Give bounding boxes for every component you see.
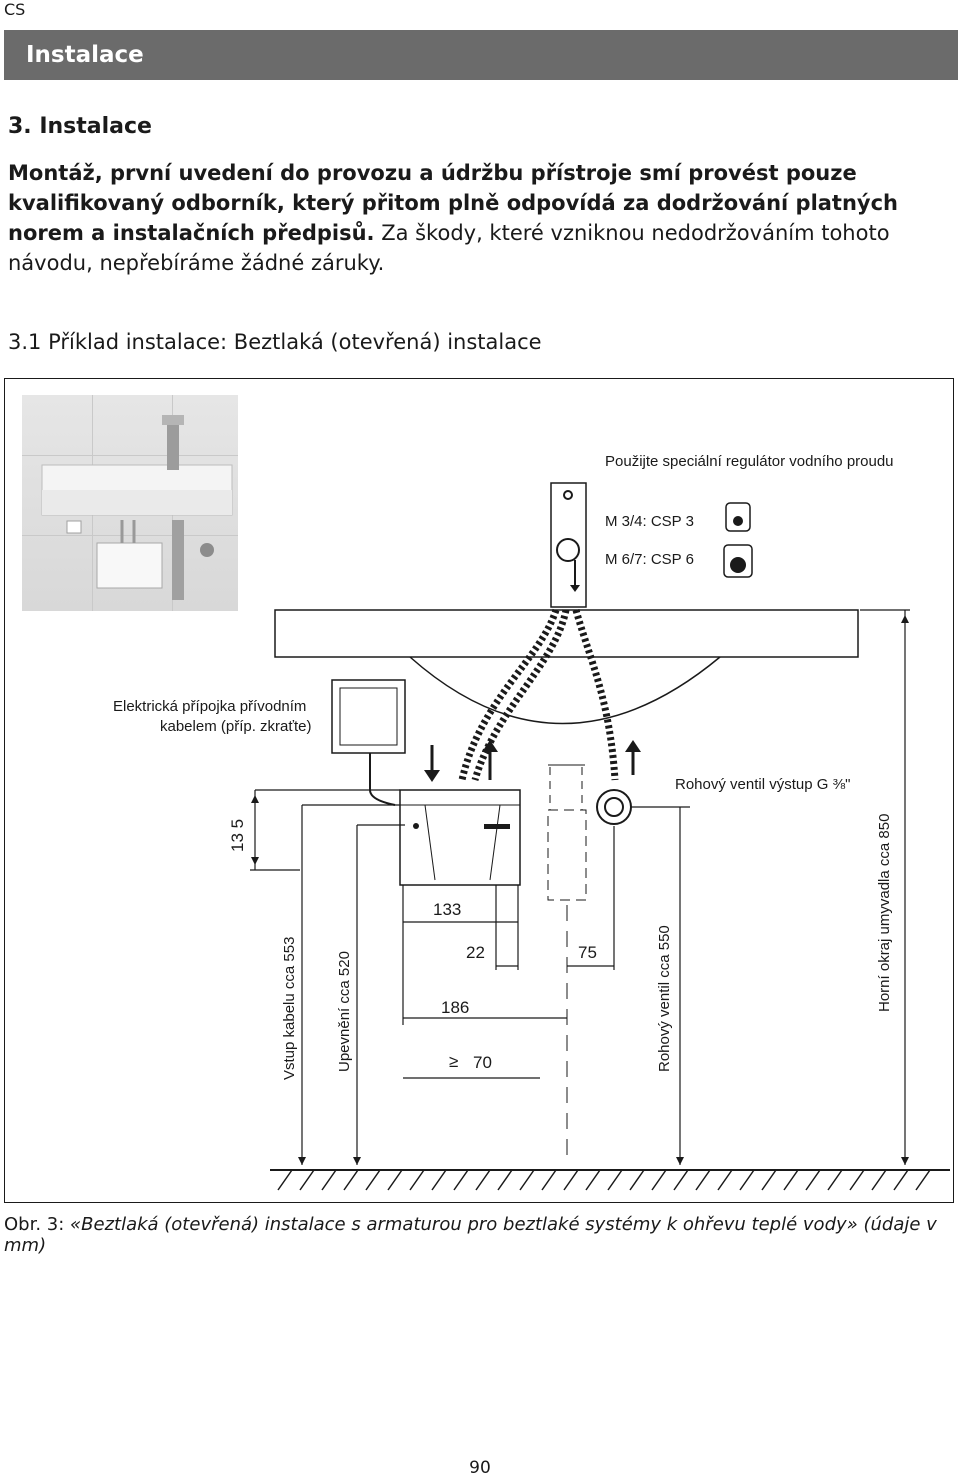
- intro-normal-text: Za škody, které vzniknou nedodržováním t…: [8, 221, 890, 275]
- aerator-csp6-icon: [723, 544, 753, 578]
- regulator-label: Použijte speciální regulátor vodního pro…: [605, 453, 894, 470]
- dim-135: 13 5: [228, 818, 247, 852]
- dim-186: 186: [441, 998, 470, 1017]
- floor-hatching: [277, 1169, 931, 1191]
- figure-frame: [4, 378, 954, 1203]
- basin-edge-height-label: Horní okraj umyvadla cca 850: [876, 813, 893, 1012]
- basin-bowl: [409, 656, 721, 725]
- dim-22: 22: [466, 943, 485, 962]
- caption-text: «Beztlaká (otevřená) instalace s armatur…: [4, 1214, 937, 1256]
- chapter-title: Instalace: [26, 42, 144, 68]
- caption-prefix: Obr. 3:: [4, 1214, 71, 1235]
- dimension-lines: [250, 609, 910, 1165]
- cable-entry-label: Vstup kabelu cca 553: [281, 936, 298, 1080]
- installation-photo: [22, 395, 238, 611]
- dim-70: 70: [473, 1053, 492, 1072]
- intro-paragraph: Montáž, první uvedení do provozu a údržb…: [8, 158, 953, 278]
- electric-connection-label-1: Elektrická přípojka přívodním: [113, 698, 307, 715]
- m67-label: M 6/7: CSP 6: [605, 551, 694, 568]
- dim-geq-sign: ≥: [449, 1052, 459, 1071]
- corner-valve-outlet-label: Rohový ventil výstup G ⅜": [675, 776, 851, 793]
- language-code: CS: [4, 0, 26, 19]
- fixing-label: Upevnění cca 520: [336, 951, 353, 1072]
- faucet-body: [550, 482, 587, 608]
- dim-133: 133: [433, 900, 462, 919]
- intro-bold-text: Montáž, první uvedení do provozu a údržb…: [8, 161, 899, 245]
- chapter-header: Instalace: [4, 30, 958, 80]
- water-heater: [399, 789, 521, 886]
- electric-connection-label-2: kabelem (příp. zkraťte): [160, 718, 312, 735]
- m34-label: M 3/4: CSP 3: [605, 513, 694, 530]
- corner-valve-icon: [596, 789, 632, 825]
- dim-75: 75: [578, 943, 597, 962]
- aerator-csp3-icon: [725, 502, 751, 532]
- subsection-heading: 3.1 Příklad instalace: Beztlaká (otevřen…: [8, 330, 542, 354]
- corner-valve-height-label: Rohový ventil cca 550: [656, 925, 673, 1072]
- page-number: 90: [469, 1458, 491, 1478]
- figure-caption: Obr. 3: «Beztlaká (otevřená) instalace s…: [4, 1214, 960, 1256]
- section-heading: 3. Instalace: [8, 114, 152, 139]
